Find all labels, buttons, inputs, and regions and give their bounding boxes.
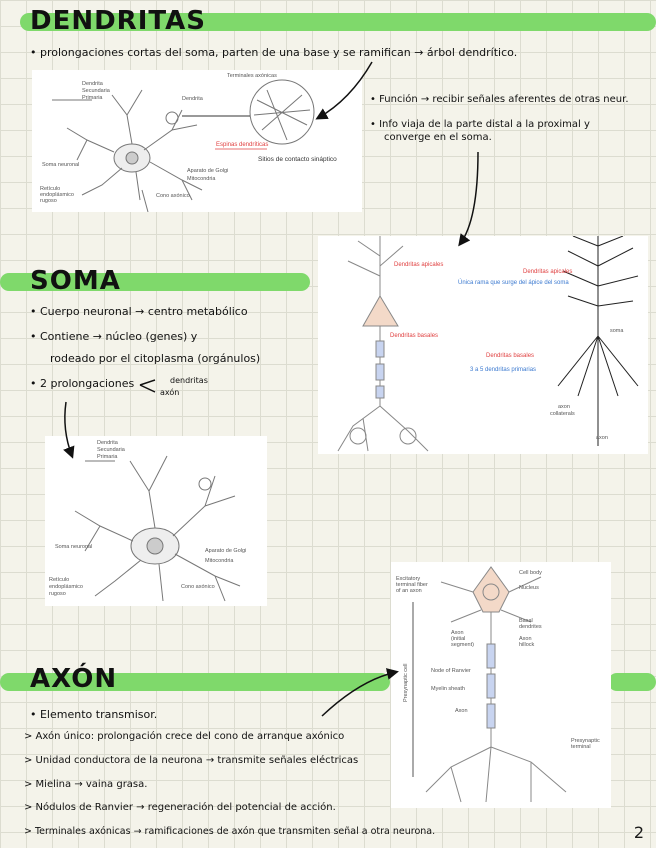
- axon-bullet-2: > Axón único: prolongación crece del con…: [24, 731, 344, 742]
- axon-label-terminal: terminal: [571, 744, 591, 750]
- page-number: 2: [634, 823, 644, 842]
- label-soma-neuronal: Soma neuronal: [42, 162, 79, 168]
- label-cono-axonico: Cono axónico: [156, 193, 190, 199]
- label-mitocondria: Mitocondria: [187, 176, 215, 182]
- label-dendrita-2: Dendrita: [182, 96, 203, 102]
- label-axon-collaterals-2: collaterals: [550, 411, 575, 417]
- label-secundaria: Secundaria: [82, 88, 110, 94]
- soma-bullet-2b: rodeado por el citoplasma (orgánulos): [50, 352, 260, 365]
- soma-label-primaria: Primaria: [97, 454, 117, 460]
- label-dendritas-apicales-1: Dendritas apicales: [394, 262, 443, 268]
- axon-bullet-1: • Elemento transmisor.: [30, 708, 157, 721]
- axon-label-node: Node of Ranvier: [431, 668, 471, 674]
- label-unica-rama: Única rama que surge del ápice del soma: [458, 280, 569, 286]
- axon-label-segment: segment): [451, 642, 474, 648]
- soma-bullet-1: • Cuerpo neuronal → centro metabólico: [30, 305, 248, 318]
- axon-label-hillock: hillock: [519, 642, 534, 648]
- label-dendritas-basales-1: Dendritas basales: [390, 333, 438, 339]
- axon-bullet-3: > Unidad conductora de la neurona → tran…: [24, 755, 358, 766]
- pyramidal-drawing: [318, 236, 648, 454]
- soma-label-aparato-golgi: Aparato de Golgi: [205, 548, 246, 554]
- dendritas-funcion: • Función → recibir señales aferentes de…: [370, 94, 629, 105]
- axon-figure: Excitatory terminal fiber of an axon Cel…: [391, 562, 611, 808]
- axon-label-of-an-axon: of an axon: [396, 588, 422, 594]
- axon-label-presynaptic-cell: Presynaptic cell: [403, 663, 409, 702]
- axon-label-dendrites: dendrites: [519, 624, 542, 630]
- dendritas-bullet-1: • prolongaciones cortas del soma, parten…: [30, 46, 517, 59]
- axon-label-axon: Axon: [455, 708, 468, 714]
- label-soma-pyr: soma: [610, 328, 623, 334]
- label-rugoso: rugoso: [40, 198, 57, 204]
- section-title-dendritas: DENDRITAS: [30, 6, 206, 36]
- label-terminales-axonicas: Terminales axónicas: [227, 73, 277, 79]
- soma-axon: axón: [160, 388, 179, 397]
- pyramidal-neuron-figure: Dendritas apicales Dendritas apicales Ún…: [318, 236, 648, 454]
- label-primaria: Primaria: [82, 95, 102, 101]
- soma-label-rugoso: rugoso: [49, 591, 66, 597]
- section-title-soma: SOMA: [30, 266, 121, 296]
- dendrite-figure: Terminales axónicas Dendrita Secundaria …: [32, 70, 362, 212]
- soma-label-cono-axonico: Cono axónico: [181, 584, 215, 590]
- soma-label-mitocondria: Mitocondria: [205, 558, 233, 564]
- label-espinas: Espinas dendríticas: [216, 142, 268, 148]
- dendritas-info-line-2: converge en el soma.: [384, 132, 492, 143]
- arrow-info-to-pyramid: [460, 152, 478, 244]
- label-sitios: Sitios de contacto sináptico: [258, 156, 337, 163]
- soma-label-reticulo: Retículo: [49, 577, 69, 583]
- axon-bullet-4: > Mielina → vaina grasa.: [24, 779, 147, 790]
- label-dendritas-basales-2: Dendritas basales: [486, 353, 534, 359]
- label-dendrita: Dendrita: [82, 81, 103, 87]
- label-axon-pyr: axon: [596, 435, 608, 441]
- label-tres-cinco: 3 a 5 dendritas primarias: [470, 367, 536, 373]
- soma-label-soma-neuronal: Soma neuronal: [55, 544, 92, 550]
- soma-label-endoplasmico: endoplásmico: [49, 584, 83, 590]
- label-axon-collaterals-1: axon: [558, 404, 570, 410]
- dendritas-info-line-1: • Info viaja de la parte distal a la pro…: [370, 119, 590, 130]
- axon-label-myelin: Myelin sheath: [431, 686, 465, 692]
- soma-label-dendrita: Dendrita: [97, 440, 118, 446]
- axon-bullet-6: > Terminales axónicas → ramificaciones d…: [24, 826, 435, 837]
- axon-label-cell-body: Cell body: [519, 570, 542, 576]
- axon-drawing: [391, 562, 611, 808]
- title-highlight-axon-right: [608, 673, 656, 691]
- soma-label-secundaria: Secundaria: [97, 447, 125, 453]
- brace-prolongaciones: [140, 380, 155, 392]
- label-aparato-golgi: Aparato de Golgi: [187, 168, 228, 174]
- axon-bullet-5: > Nódulos de Ranvier → regeneración del …: [24, 802, 336, 813]
- soma-drawing: [45, 436, 267, 606]
- section-title-axon: AXÓN: [30, 664, 117, 694]
- label-dendritas-apicales-2: Dendritas apicales: [523, 269, 572, 275]
- soma-bullet-3: • 2 prolongaciones: [30, 377, 134, 390]
- axon-label-nucleus: Nucleus: [519, 585, 539, 591]
- soma-figure: Dendrita Secundaria Primaria Soma neuron…: [45, 436, 267, 606]
- soma-bullet-2: • Contiene → núcleo (genes) y: [30, 330, 197, 343]
- soma-dendritas: dendritas: [170, 376, 208, 385]
